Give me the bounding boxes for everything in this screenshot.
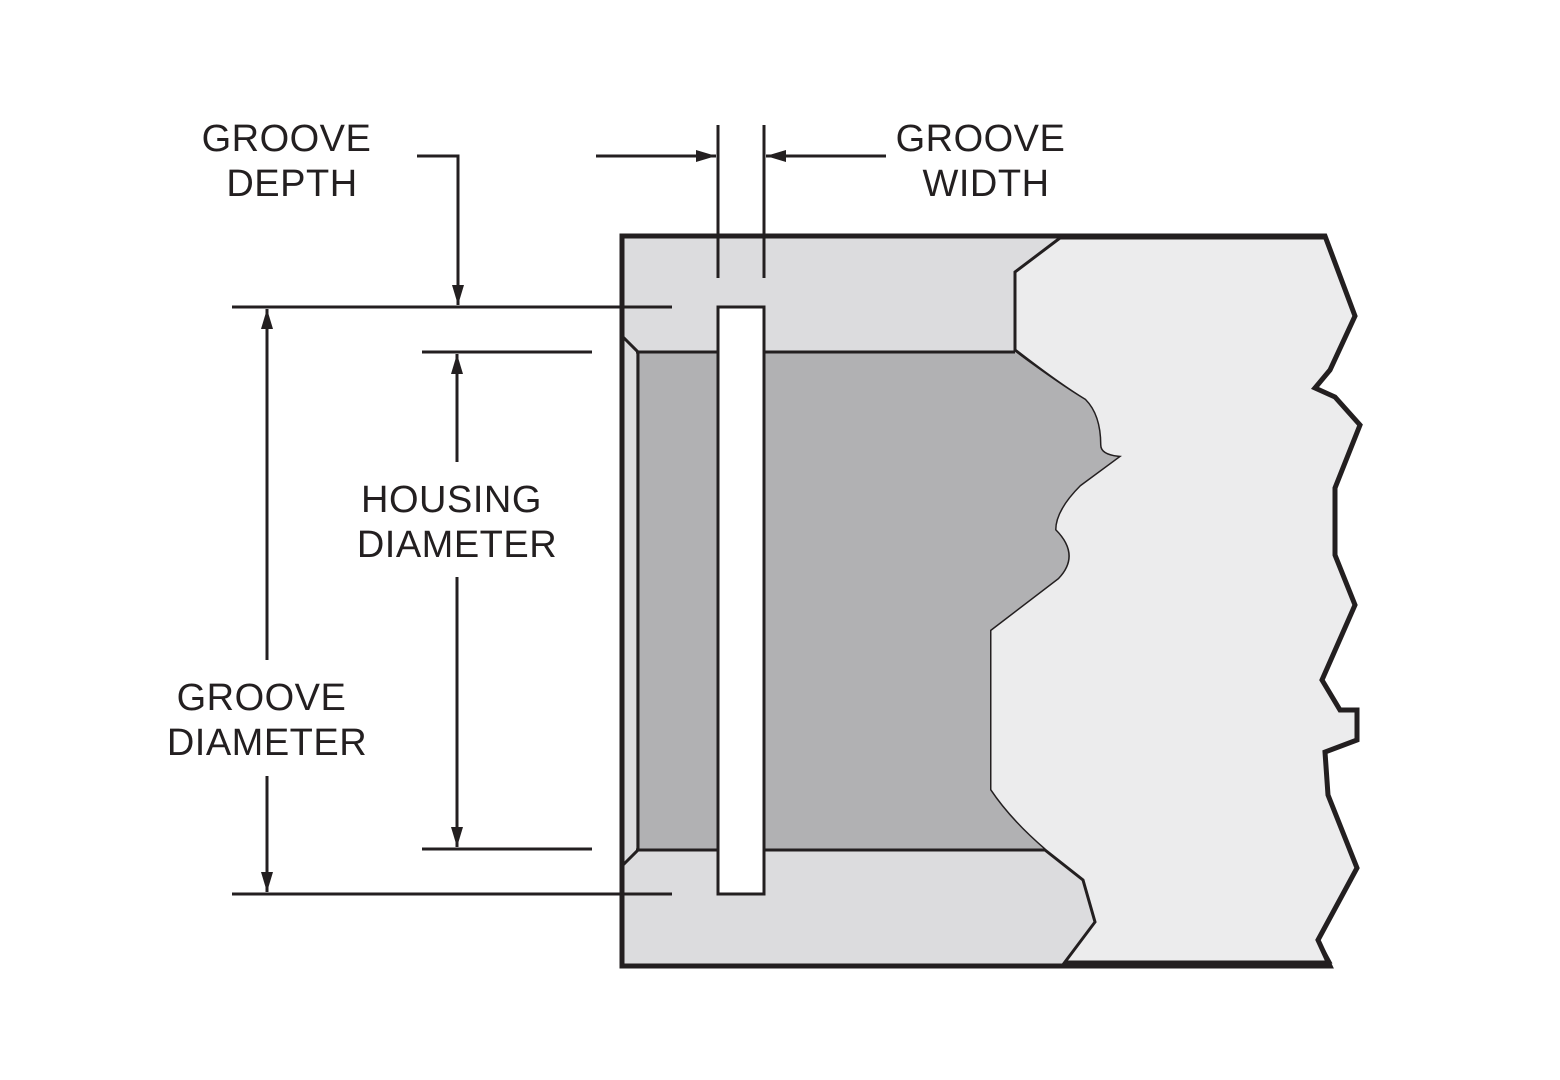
groove-diameter-label: GROOVE DIAMETER: [167, 677, 367, 764]
groove-diameter-label-line2: DIAMETER: [167, 722, 367, 764]
housing-diameter-label: HOUSING DIAMETER: [357, 479, 557, 566]
groove-depth-label-line2: DEPTH: [226, 163, 357, 205]
housing-diameter-label-line1: HOUSING: [361, 479, 542, 521]
chamfer-top: [620, 334, 640, 868]
groove-depth-leader: [417, 154, 464, 305]
groove-slot: [716, 305, 766, 896]
groove-width-label: GROOVE WIDTH: [896, 118, 1077, 205]
housing-diameter-label-line2: DIAMETER: [357, 524, 557, 566]
groove-diameter-label-line1: GROOVE: [177, 677, 347, 719]
groove-width-label-line1: GROOVE: [896, 118, 1066, 160]
groove-depth-label: GROOVE DEPTH: [202, 118, 383, 205]
groove-depth-label-line1: GROOVE: [202, 118, 372, 160]
groove-width-label-line2: WIDTH: [922, 163, 1049, 205]
housing-outline: [619, 233, 1363, 969]
